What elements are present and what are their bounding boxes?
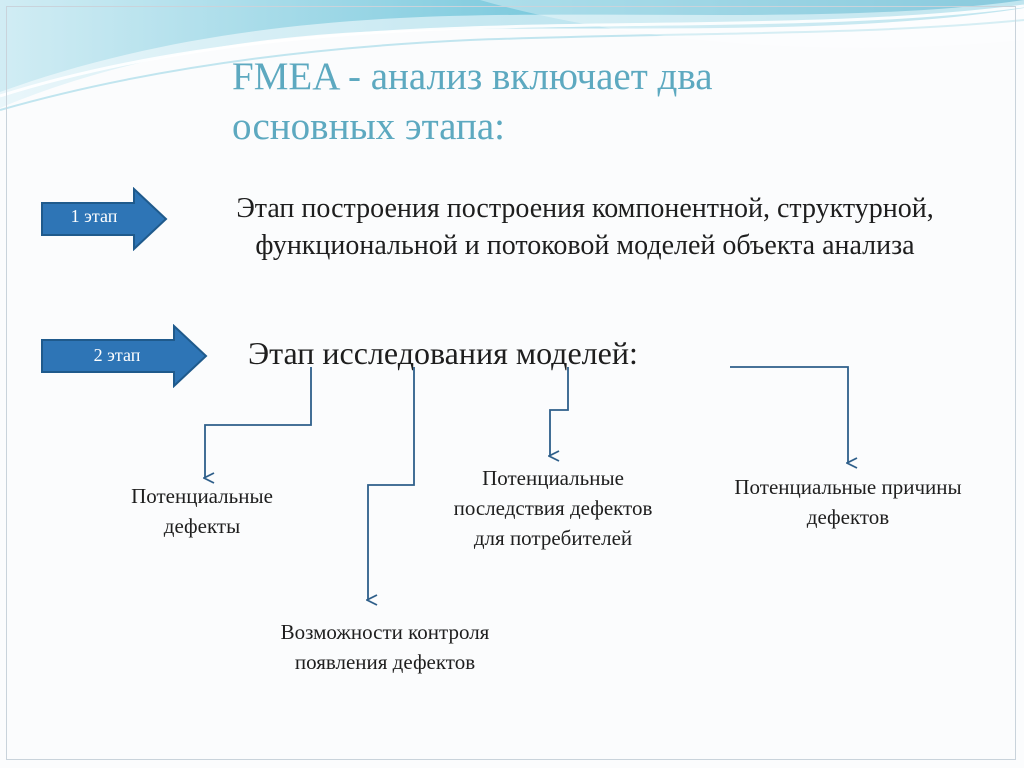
header-waves-decoration [0,0,1024,111]
node-control-possibilities: Возможности контроля появления дефектов [280,620,490,674]
slide-title: FMEA - анализ включает два основных этап… [232,55,713,148]
stage1-arrow-label: 1 этап [70,206,118,226]
connector-control [368,367,415,600]
stage2-arrow-label: 2 этап [93,345,141,365]
connector-consequences [550,367,569,456]
stage1-description: Этап построения построения компонентной,… [236,193,934,261]
stage2-arrow-shape [41,324,208,388]
node-potential-causes: Потенциальные причины дефектов [734,475,962,529]
stage1-arrow-shape [41,187,168,251]
node-potential-defects: Потенциальные дефекты [131,484,273,538]
stage2-description: Этап исследования моделей: [248,335,638,371]
connector-defects [205,367,312,478]
node-potential-consequences: Потенциальные последствия дефектов для п… [453,466,653,550]
connector-causes [730,366,848,463]
